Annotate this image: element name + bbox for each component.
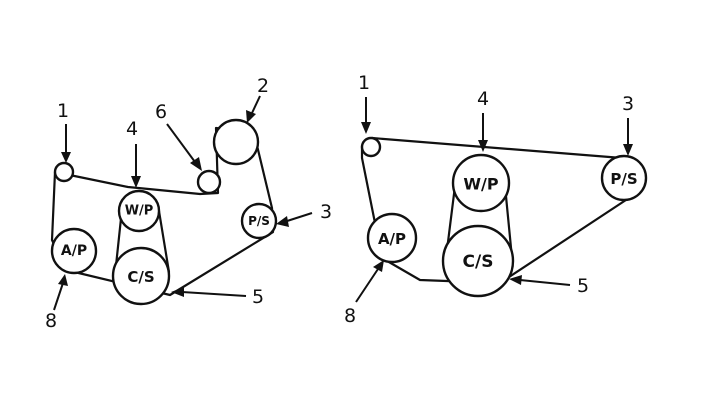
left-inner-belt-right (157, 209, 171, 274)
right-callout-1: 1 (358, 72, 370, 94)
right-callout-4: 4 (477, 88, 489, 110)
right-arrowhead-5 (509, 275, 522, 285)
left-arrowhead-8 (58, 274, 68, 286)
right-pulley-ap (366, 212, 418, 264)
left-leader-8 (53, 282, 64, 311)
right-leader-8 (355, 268, 379, 303)
right-label-ap: A/P (378, 230, 406, 248)
left-callout-4: 4 (126, 118, 138, 140)
left-label-cs: C/S (127, 268, 154, 286)
right-callout-8: 8 (344, 305, 356, 327)
left-diagram: A/P W/P C/S P/S 1 4 6 2 3 5 8 (45, 75, 332, 332)
left-label-ap: A/P (61, 243, 87, 259)
right-arrowhead-4 (478, 140, 488, 152)
right-label-cs: C/S (463, 252, 494, 272)
left-arrowhead-4 (131, 176, 141, 188)
left-leader-2 (251, 95, 261, 114)
left-pulley-ps (240, 202, 278, 240)
left-pulley-wp (117, 189, 161, 233)
right-pulley-wp (451, 153, 511, 213)
left-idler-6 (196, 169, 222, 195)
left-pulley-2 (212, 118, 260, 166)
left-callout-5: 5 (252, 286, 264, 308)
right-pulley-ps (600, 154, 648, 202)
right-arrowhead-1 (361, 122, 371, 134)
left-arrowhead-1 (61, 152, 71, 163)
left-pulley-ap (50, 227, 98, 275)
right-pulley-cs (441, 224, 515, 298)
left-callout-1: 1 (57, 100, 69, 122)
right-callout-5: 5 (577, 275, 589, 297)
right-label-ps: P/S (610, 170, 637, 188)
right-callout-3: 3 (622, 93, 634, 115)
left-arrowhead-5 (171, 287, 184, 297)
left-label-ps: P/S (248, 214, 270, 228)
right-diagram: A/P W/P C/S P/S 1 4 3 5 8 (344, 72, 648, 327)
left-label-wp: W/P (125, 204, 154, 219)
left-leader-6 (166, 123, 196, 163)
left-arrowhead-2 (246, 110, 256, 123)
right-leader-5 (519, 279, 571, 286)
left-callout-6: 6 (155, 101, 167, 123)
right-arrowhead-3 (623, 144, 633, 156)
left-leader-5 (181, 291, 247, 297)
left-callout-3: 3 (320, 201, 332, 223)
left-callout-2: 2 (257, 75, 269, 97)
left-pulley-cs (111, 246, 171, 306)
left-idler-1 (53, 161, 75, 183)
right-idler-1 (360, 136, 382, 158)
left-leader-3 (283, 212, 313, 223)
left-arrowhead-6 (190, 157, 202, 171)
right-arrowhead-8 (373, 260, 384, 272)
right-label-wp: W/P (463, 175, 498, 194)
left-arrowhead-3 (276, 216, 289, 227)
left-callout-8: 8 (45, 310, 57, 332)
